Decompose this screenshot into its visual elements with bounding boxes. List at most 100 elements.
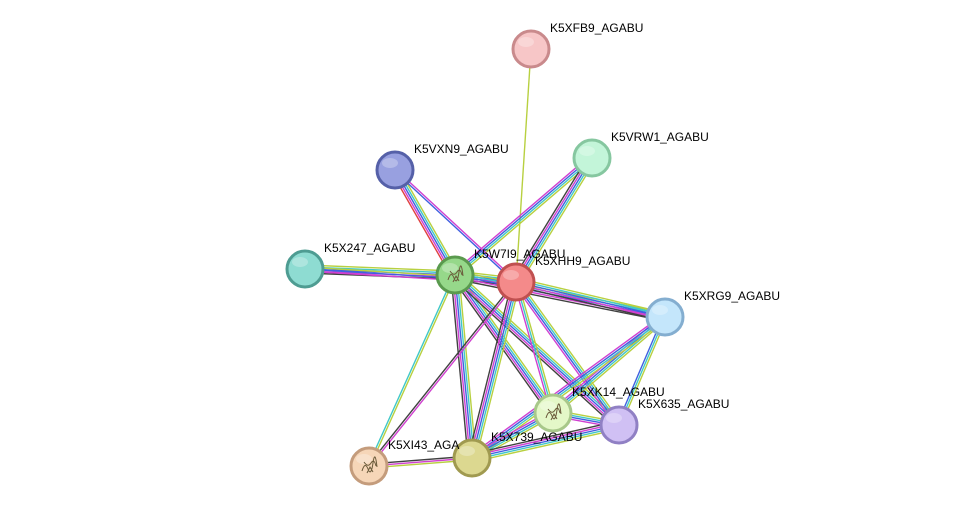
edge-k5vxn9-agabu-k5w7i9-agabu[interactable] [390, 167, 460, 278]
protein-structure-icon [447, 265, 464, 283]
edge-evidence-line [452, 275, 471, 459]
node-label-k5xhh9-agabu: K5XHH9_AGABU [535, 254, 630, 268]
node-circle[interactable] [496, 262, 536, 302]
edge-evidence-line [514, 282, 619, 426]
edge-evidence-line [470, 315, 665, 458]
edge-evidence-line [473, 282, 519, 459]
edge-evidence-line [513, 282, 552, 414]
node-k5x247-agabu[interactable] [285, 249, 325, 289]
edge-k5xhh9-agabu-k5xrg9-agabu[interactable] [514, 277, 667, 322]
edge-k5vrw1-agabu-k5xhh9-agabu[interactable] [511, 155, 597, 285]
edge-evidence-line [473, 318, 668, 461]
edge-evidence-line [395, 168, 518, 282]
node-circle[interactable] [511, 29, 551, 69]
node-k5xi43-agabu[interactable] [349, 446, 389, 486]
edge-evidence-line [472, 428, 621, 463]
node-circle[interactable] [645, 297, 685, 337]
node-label-k5w7i9-agabu: K5W7I9_AGABU [474, 247, 565, 261]
node-k5w7i9-agabu[interactable] [435, 255, 475, 295]
edge-k5xfb9-agabu-k5xhh9-agabu[interactable] [515, 48, 532, 283]
edge-evidence-line [454, 278, 665, 322]
edge-evidence-line [517, 158, 595, 284]
edge-evidence-line [367, 274, 455, 466]
node-highlight [442, 263, 458, 273]
node-k5xk14-agabu[interactable] [533, 393, 573, 433]
edge-evidence-line [452, 155, 591, 274]
protein-structure-icon [361, 456, 378, 474]
edge-evidence-line [517, 279, 623, 424]
edge-evidence-line [397, 167, 460, 274]
node-circle[interactable] [533, 393, 573, 433]
node-k5xfb9-agabu[interactable] [511, 29, 551, 69]
edge-k5xhh9-agabu-k5x635-agabu[interactable] [512, 279, 623, 428]
labels-layer: K5XFB9_AGABUK5VRW1_AGABUK5VXN9_AGABUK5X2… [324, 21, 780, 452]
edge-k5xrg9-agabu-k5x739-agabu[interactable] [469, 314, 668, 461]
edge-evidence-line [515, 281, 554, 414]
node-circle[interactable] [349, 446, 389, 486]
node-k5vxn9-agabu[interactable] [375, 150, 415, 190]
node-circle[interactable] [452, 438, 492, 478]
edge-k5w7i9-agabu-k5x739-agabu[interactable] [450, 274, 477, 459]
node-highlight [459, 446, 475, 456]
edge-evidence-line [458, 274, 477, 458]
edge-evidence-line [369, 275, 457, 467]
edge-evidence-line [512, 283, 618, 428]
node-circle[interactable] [285, 249, 325, 289]
edge-evidence-line [515, 48, 532, 283]
edge-evidence-line [515, 283, 665, 320]
node-highlight [292, 257, 308, 267]
node-label-k5x739-agabu: K5X739_AGABU [491, 430, 582, 444]
node-k5xhh9-agabu[interactable] [496, 262, 536, 302]
node-k5x739-agabu[interactable] [452, 438, 492, 478]
edge-evidence-line [475, 282, 521, 460]
edge-evidence-line [455, 273, 621, 425]
edge-evidence-line [513, 156, 591, 282]
node-circle[interactable] [375, 150, 415, 190]
protein-structure-icon [545, 403, 562, 421]
node-label-k5xk14-agabu: K5XK14_AGABU [572, 385, 665, 399]
node-label-k5x247-agabu: K5X247_AGABU [324, 241, 415, 255]
edge-evidence-line [394, 169, 456, 276]
edge-evidence-line [620, 317, 668, 427]
edge-evidence-line [516, 277, 667, 314]
node-circle[interactable] [572, 138, 612, 178]
edge-evidence-line [467, 280, 513, 458]
edge-evidence-line [470, 420, 619, 455]
node-k5vrw1-agabu[interactable] [572, 138, 612, 178]
node-highlight [540, 401, 556, 411]
edge-evidence-line [456, 274, 475, 458]
node-highlight [382, 158, 398, 168]
edge-evidence-line [451, 276, 551, 416]
node-circle[interactable] [435, 255, 475, 295]
edge-evidence-line [511, 155, 590, 281]
edge-evidence-line [514, 285, 665, 322]
edge-k5vrw1-agabu-k5w7i9-agabu[interactable] [452, 155, 595, 278]
node-circle[interactable] [599, 405, 639, 445]
node-highlight [518, 37, 534, 47]
edge-k5xhh9-agabu-k5xi43-agabu[interactable] [367, 280, 518, 468]
edges-layer [304, 48, 668, 469]
edge-evidence-line [471, 281, 517, 459]
edge-k5vxn9-agabu-k5xhh9-agabu[interactable] [393, 168, 518, 284]
node-highlight [652, 305, 668, 315]
edge-evidence-line [554, 318, 668, 416]
edge-evidence-line [396, 168, 458, 275]
edge-k5w7i9-agabu-k5xi43-agabu[interactable] [367, 274, 457, 467]
edge-evidence-line [472, 426, 620, 461]
edge-evidence-line [515, 157, 593, 283]
edge-evidence-line [516, 281, 621, 425]
edge-k5xhh9-agabu-k5x739-agabu[interactable] [467, 280, 521, 460]
node-k5x635-agabu[interactable] [599, 405, 639, 445]
edge-evidence-line [454, 274, 473, 459]
edge-evidence-line [390, 171, 453, 278]
nodes-layer [285, 29, 685, 486]
edge-k5x635-agabu-k5x739-agabu[interactable] [470, 420, 621, 463]
edge-k5xrg9-agabu-k5x635-agabu[interactable] [616, 315, 668, 427]
edge-evidence-line [450, 275, 469, 459]
node-label-k5xfb9-agabu: K5XFB9_AGABU [550, 21, 643, 35]
edge-k5xhh9-agabu-k5xk14-agabu[interactable] [513, 281, 556, 414]
node-k5xrg9-agabu[interactable] [645, 297, 685, 337]
edge-evidence-line [517, 281, 556, 413]
edge-evidence-line [367, 280, 516, 466]
